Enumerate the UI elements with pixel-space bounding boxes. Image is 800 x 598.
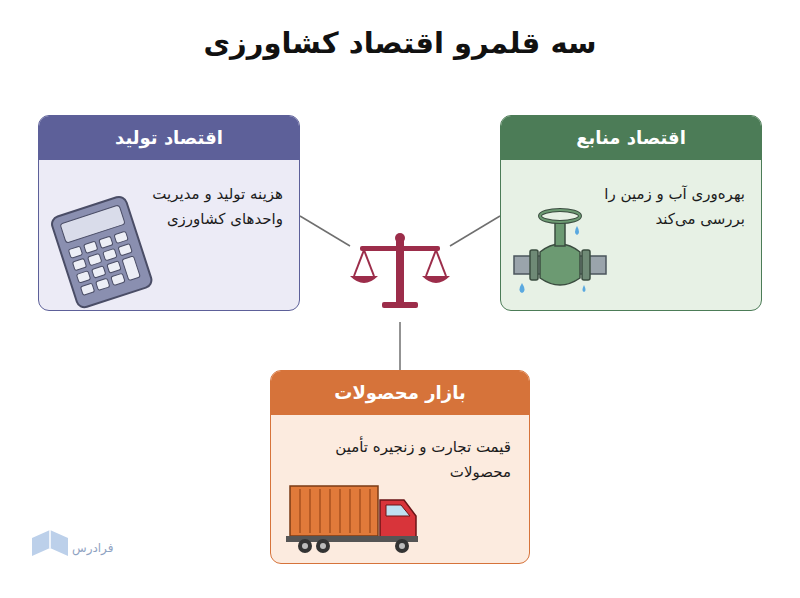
scale-icon-part bbox=[396, 240, 404, 306]
category-box: اقتصاد منابع بهره‌وری آب و زمین را بررسی … bbox=[500, 115, 762, 311]
scale-icon-part bbox=[382, 302, 418, 308]
box-description: بهره‌وری آب و زمین را بررسی می‌کند bbox=[585, 182, 745, 232]
category-box: بازار محصولات قیمت تجارت و زنجیره تأمین م… bbox=[270, 370, 530, 564]
scale-icon-part bbox=[354, 250, 364, 276]
scale-icon-part bbox=[350, 276, 378, 283]
scale-icon-part bbox=[360, 246, 440, 251]
diagram-title: سه قلمرو اقتصاد کشاورزی bbox=[0, 26, 800, 60]
leader-line bbox=[300, 216, 350, 246]
watermark-logo-part bbox=[49, 530, 51, 548]
box-description: قیمت تجارت و زنجیره تأمین محصولات bbox=[291, 435, 511, 485]
scale-icon-part bbox=[395, 233, 405, 243]
box-heading: اقتصاد تولید bbox=[39, 116, 299, 160]
category-box: اقتصاد تولید هزینه تولید و مدیریت واحدهای… bbox=[38, 115, 300, 311]
scale-icon-part bbox=[436, 250, 446, 276]
scale-icon bbox=[350, 233, 450, 308]
scale-icon-part bbox=[364, 250, 374, 276]
watermark-text: فرادرس bbox=[72, 541, 113, 555]
scale-icon-part bbox=[426, 250, 436, 276]
watermark-logo bbox=[32, 530, 68, 556]
leader-line bbox=[399, 322, 401, 370]
box-heading: بازار محصولات bbox=[271, 371, 529, 415]
box-description: هزینه تولید و مدیریت واحدهای کشاورزی bbox=[113, 182, 283, 232]
watermark-logo-part bbox=[32, 530, 68, 556]
leader-line bbox=[450, 216, 500, 246]
box-heading: اقتصاد منابع bbox=[501, 116, 761, 160]
scale-icon-part bbox=[422, 276, 450, 283]
